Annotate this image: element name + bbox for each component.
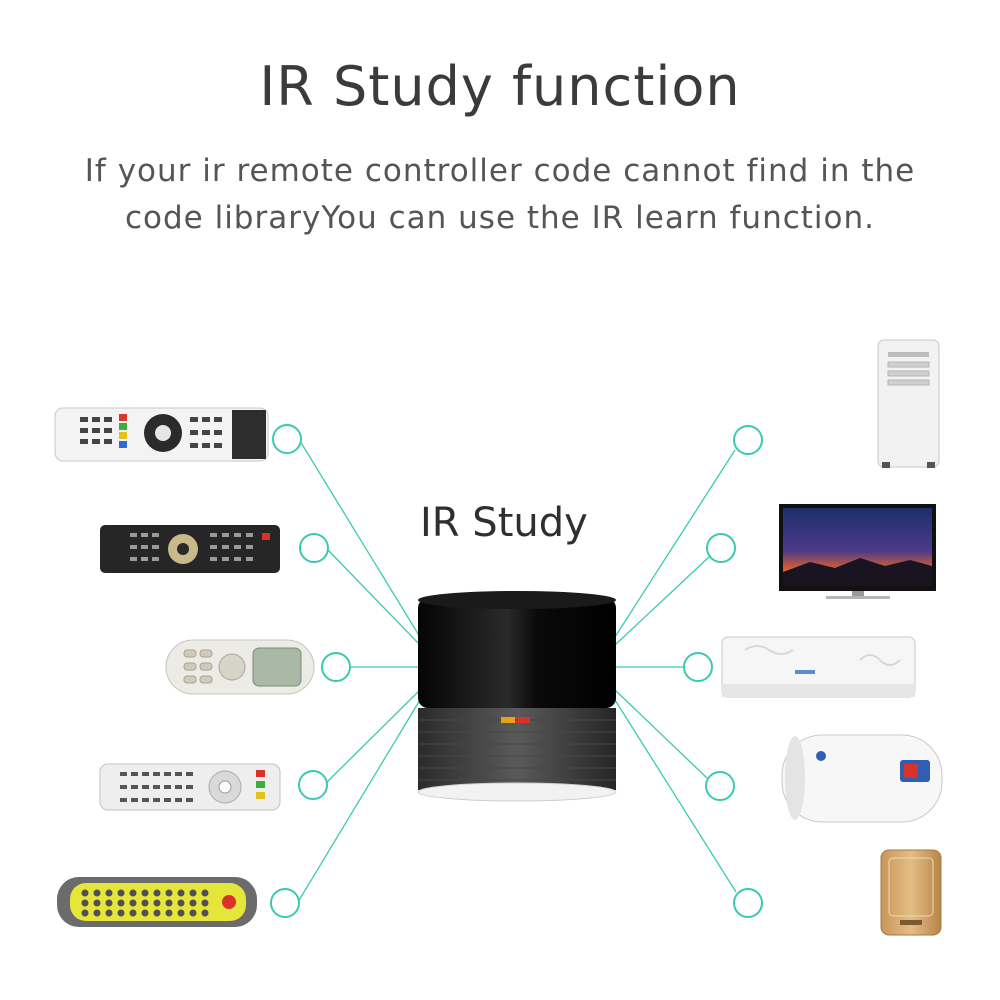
connector-line bbox=[324, 689, 421, 785]
node-circle bbox=[270, 888, 300, 918]
tv-remote-black-icon bbox=[100, 525, 280, 573]
ir-hub-device bbox=[417, 591, 617, 802]
hub-top-rim bbox=[418, 591, 616, 609]
tv-remote-white-icon bbox=[54, 407, 269, 462]
indicator-light-amber bbox=[501, 717, 515, 723]
connector-line bbox=[614, 449, 736, 638]
node-circle bbox=[683, 652, 713, 682]
page-title: IR Study function bbox=[259, 55, 741, 118]
indicator-light-red bbox=[516, 717, 530, 723]
portable-air-conditioner-icon bbox=[877, 339, 940, 468]
ac-remote-icon bbox=[165, 639, 315, 695]
description-line-2: code libraryYou can use the IR learn fun… bbox=[124, 200, 876, 236]
hub-top-shell bbox=[418, 598, 616, 708]
wall-air-conditioner-icon bbox=[721, 636, 916, 698]
node-circle bbox=[321, 652, 351, 682]
node-circle bbox=[705, 771, 735, 801]
node-circle bbox=[298, 770, 328, 800]
connector-lines-right bbox=[614, 449, 737, 893]
node-circle bbox=[299, 533, 329, 563]
settop-remote-white-icon bbox=[99, 763, 281, 811]
water-heater-icon bbox=[781, 734, 943, 823]
connector-line bbox=[614, 556, 710, 646]
node-circle bbox=[733, 888, 763, 918]
page-description: If your ir remote controller code cannot… bbox=[0, 148, 1000, 242]
node-circle bbox=[733, 425, 763, 455]
connector-line bbox=[327, 549, 421, 646]
node-circle bbox=[706, 533, 736, 563]
node-circle bbox=[272, 424, 302, 454]
description-line-1: If your ir remote controller code cannot… bbox=[84, 153, 916, 189]
connector-line bbox=[297, 699, 421, 903]
hub-label: IR Study bbox=[420, 500, 588, 546]
connector-line bbox=[299, 440, 421, 638]
universal-remote-yellow-icon bbox=[57, 877, 257, 927]
connector-line bbox=[614, 689, 708, 779]
hub-bottom-ring bbox=[417, 782, 617, 802]
air-purifier-icon bbox=[880, 849, 942, 936]
connector-line bbox=[614, 699, 737, 893]
television-icon bbox=[779, 504, 936, 599]
connector-lines-left bbox=[297, 440, 421, 903]
